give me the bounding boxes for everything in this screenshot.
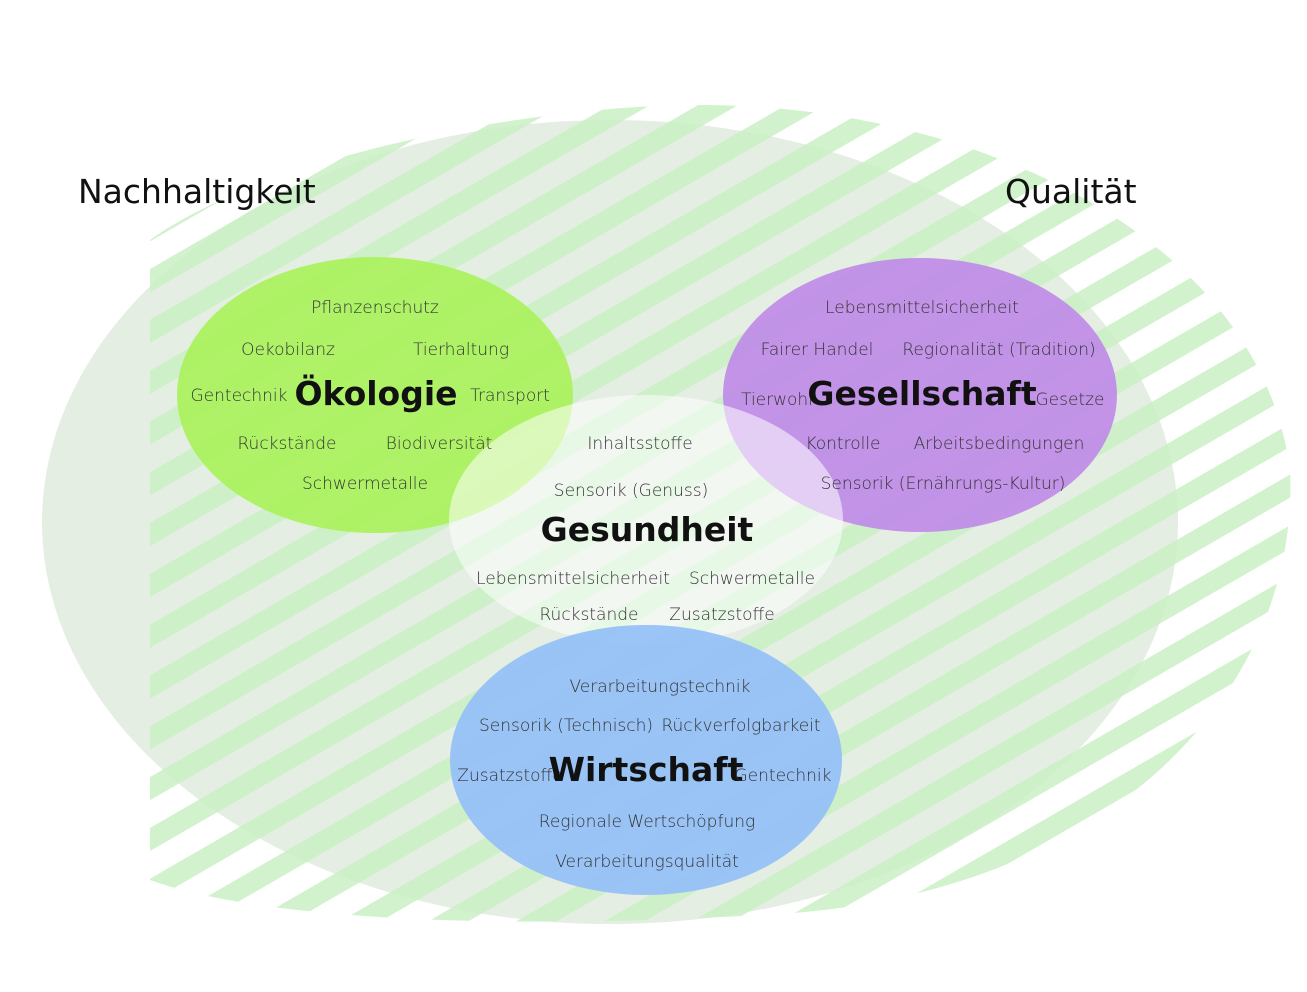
gesundheit-term: Zusatzstoffe xyxy=(669,605,774,625)
gesellschaft-term: Kontrolle xyxy=(805,434,880,454)
oekologie-term: Biodiversität xyxy=(386,434,493,454)
oekologie-group: Pflanzenschutz Oekobilanz Tierhaltung Ge… xyxy=(191,298,550,494)
gesundheit-term: Lebensmittelsicherheit xyxy=(476,569,670,589)
gesellschaft-term: Regionalität (Tradition) xyxy=(902,340,1095,360)
gesellschaft-title: Gesellschaft xyxy=(807,374,1036,413)
wirtschaft-term: Verarbeitungstechnik xyxy=(570,677,751,697)
gesundheit-term: Inhaltsstoffe xyxy=(587,434,692,454)
wirtschaft-title: Wirtschaft xyxy=(549,750,744,789)
wirtschaft-term: Zusatzstoffe xyxy=(457,766,562,786)
gesundheit-term: Rückstände xyxy=(540,605,639,625)
label-nachhaltigkeit: Nachhaltigkeit xyxy=(78,172,316,211)
oekologie-term: Transport xyxy=(470,386,550,406)
wirtschaft-term: Rückverfolgbarkeit xyxy=(661,716,820,736)
wirtschaft-term: Gentechnik xyxy=(735,766,832,786)
wirtschaft-term: Regionale Wertschöpfung xyxy=(539,812,755,832)
gesellschaft-group: Lebensmittelsicherheit Fairer Handel Reg… xyxy=(741,298,1104,494)
wirtschaft-group: Verarbeitungstechnik Sensorik (Technisch… xyxy=(457,677,831,872)
oekologie-term: Tierhaltung xyxy=(413,340,509,360)
oekologie-title: Ökologie xyxy=(294,373,457,413)
oekologie-term: Pflanzenschutz xyxy=(311,298,439,318)
gesellschaft-term: Lebensmittelsicherheit xyxy=(825,298,1019,318)
gesundheit-term: Sensorik (Genuss) xyxy=(554,481,708,501)
oekologie-term: Oekobilanz xyxy=(241,340,335,360)
wirtschaft-term: Sensorik (Technisch) xyxy=(479,716,653,736)
wirtschaft-circle xyxy=(450,625,842,895)
gesundheit-term: Schwermetalle xyxy=(689,569,815,589)
gesundheit-circle xyxy=(449,395,843,645)
gesellschaft-term: Arbeitsbedingungen xyxy=(914,434,1085,454)
gesellschaft-term: Sensorik (Ernährungs-Kultur) xyxy=(821,474,1066,494)
oekologie-term: Gentechnik xyxy=(191,386,288,406)
oekologie-term: Schwermetalle xyxy=(302,474,428,494)
gesellschaft-term: Gesetze xyxy=(1036,390,1105,410)
gesundheit-group: Inhaltsstoffe Sensorik (Genuss) Gesundhe… xyxy=(476,434,815,625)
gesellschaft-term: Tierwohl xyxy=(741,390,813,410)
oekologie-term: Rückstände xyxy=(238,434,337,454)
gesellschaft-term: Fairer Handel xyxy=(761,340,874,360)
gesundheit-title: Gesundheit xyxy=(541,510,754,549)
label-qualitaet: Qualität xyxy=(1005,172,1137,211)
wirtschaft-term: Verarbeitungsqualität xyxy=(555,852,739,872)
